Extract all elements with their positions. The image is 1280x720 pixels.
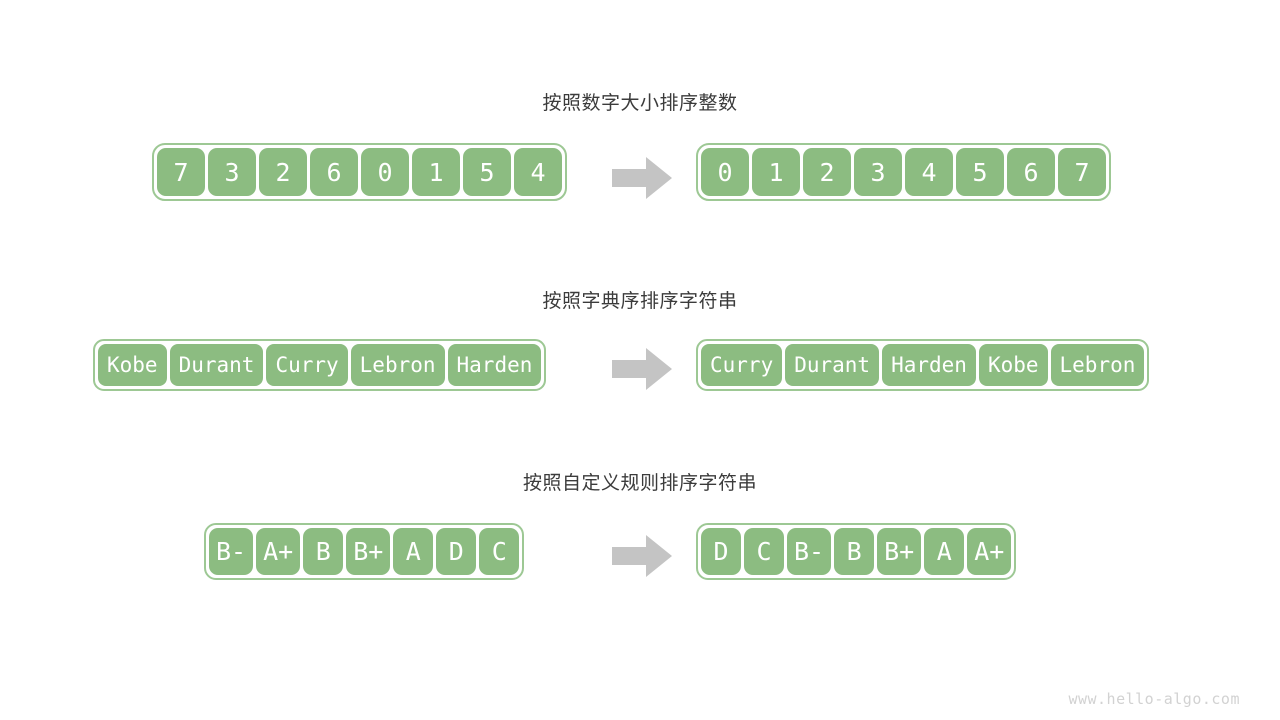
array-cell: A+ [256, 528, 301, 575]
section-title: 按照自定义规则排序字符串 [522, 473, 757, 494]
array-cell: 4 [514, 148, 562, 196]
array-cell: 1 [412, 148, 460, 196]
array-cell: 5 [463, 148, 511, 196]
array-cell: B- [209, 528, 254, 575]
right-arrow-icon [612, 348, 672, 390]
array-cell: A+ [967, 528, 1012, 575]
array-cell: Lebron [1050, 344, 1145, 386]
array-cell: B+ [346, 528, 391, 575]
array-cell: 2 [259, 148, 307, 196]
array-cell: 7 [157, 148, 205, 196]
array-cell: Harden [447, 344, 542, 386]
array-cell: Lebron [350, 344, 445, 386]
right-arrow-icon [612, 535, 672, 577]
array-cell: A [393, 528, 434, 575]
right-arrow-icon [612, 157, 672, 199]
array-cell: Curry [266, 344, 348, 386]
array-cell: Curry [701, 344, 783, 386]
array-cell: 2 [803, 148, 851, 196]
array-cell: 6 [1007, 148, 1055, 196]
section-title: 按照数字大小排序整数 [542, 93, 738, 114]
array-cell: A [924, 528, 965, 575]
array-cell: 0 [701, 148, 749, 196]
array-cell: 6 [310, 148, 358, 196]
array-cell: Durant [169, 344, 264, 386]
array-cell: B- [787, 528, 832, 575]
array-cell: B [303, 528, 344, 575]
array-cell: 4 [905, 148, 953, 196]
array-cell: 7 [1058, 148, 1106, 196]
array-cell: 1 [752, 148, 800, 196]
array-cell: C [744, 528, 784, 575]
array-cell: 0 [361, 148, 409, 196]
watermark: www.hello-algo.com [1068, 690, 1240, 708]
array-cell: Kobe [978, 344, 1048, 386]
array-cell: C [479, 528, 520, 575]
array-cell: Durant [785, 344, 880, 386]
array-cell: B+ [877, 528, 922, 575]
array-cell: Harden [882, 344, 976, 386]
array-cell: B [834, 528, 875, 575]
array-cell: 3 [854, 148, 902, 196]
section-title: 按照字典序排序字符串 [542, 291, 738, 312]
array-cell: 5 [956, 148, 1004, 196]
array-cell: D [436, 528, 477, 575]
array-cell: Kobe [98, 344, 167, 386]
array-cell: D [701, 528, 741, 575]
array-cell: 3 [208, 148, 256, 196]
